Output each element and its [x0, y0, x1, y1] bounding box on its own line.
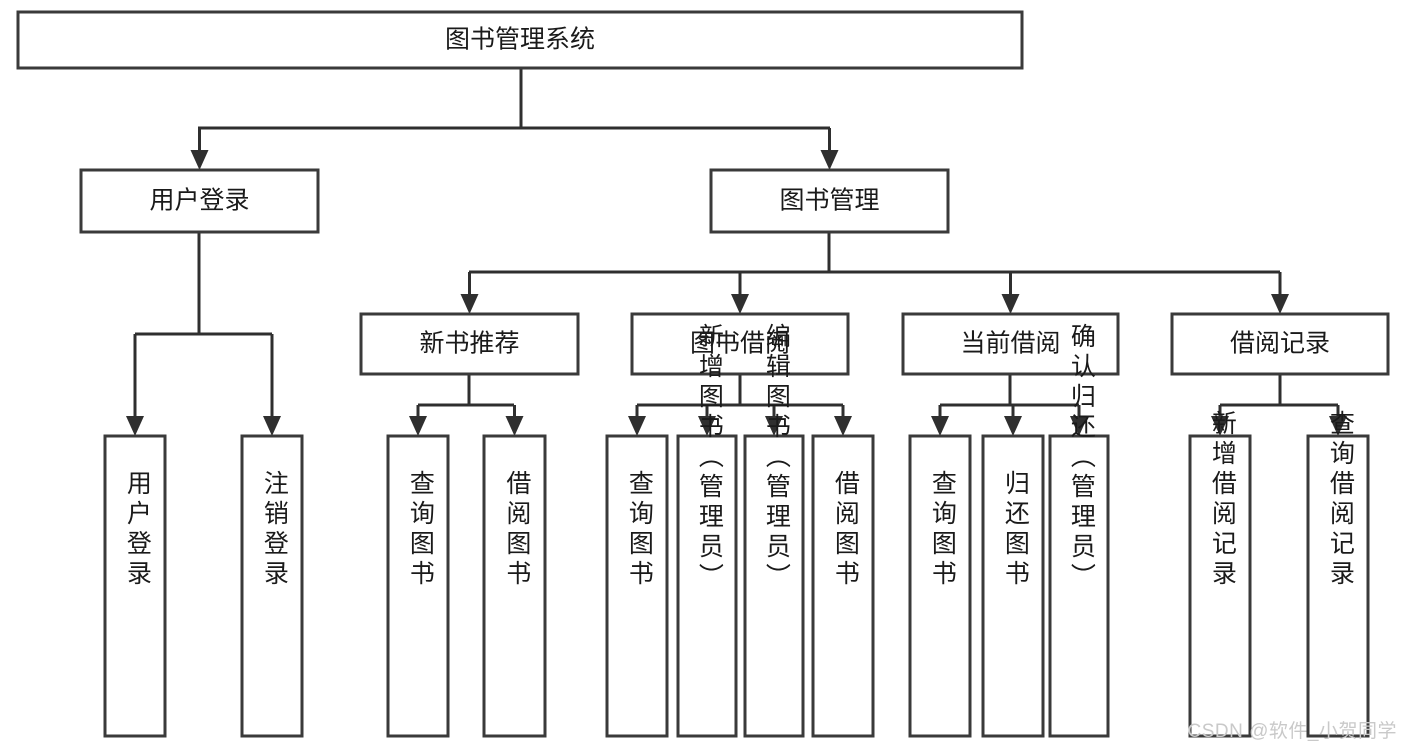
edge-arrow — [460, 272, 479, 314]
node-leaf-edit-book[interactable]: 编辑图书（管理员） — [743, 323, 805, 738]
node-box — [386, 434, 450, 738]
edge-arrow — [834, 405, 852, 436]
node-label: 新增借阅记录 — [1208, 410, 1237, 590]
node-layer: 图书管理系统用户登录图书管理新书推荐图书借阅当前借阅借阅记录用户登录注销登录查询… — [16, 10, 1390, 738]
node-leaf-return-book[interactable]: 归还图书 — [981, 434, 1045, 738]
node-label: 借阅图书 — [503, 470, 532, 590]
edge-arrow — [731, 272, 749, 314]
node-box — [1048, 434, 1110, 738]
node-l2-book-manage[interactable]: 图书管理 — [709, 168, 950, 234]
node-label: 用户登录 — [149, 187, 249, 215]
node-box — [908, 434, 972, 738]
connector-borrow-record-bus — [1220, 374, 1338, 407]
node-l2-user-login[interactable]: 用户登录 — [79, 168, 320, 234]
node-l3-borrow-record[interactable]: 借阅记录 — [1170, 312, 1390, 376]
node-box — [676, 434, 738, 738]
node-label: 用户登录 — [123, 470, 152, 590]
node-box — [709, 168, 950, 234]
node-leaf-query-record[interactable]: 查询借阅记录 — [1306, 410, 1370, 738]
node-label: 查询图书 — [406, 470, 435, 590]
edge-arrow — [1070, 405, 1088, 436]
connector-layer — [126, 68, 1347, 436]
node-label: 借阅记录 — [1230, 330, 1330, 358]
node-box — [1306, 434, 1370, 738]
node-label: 新增图书（管理员） — [695, 323, 724, 593]
node-box — [1170, 312, 1390, 376]
node-l3-current-borrow[interactable]: 当前借阅 — [901, 312, 1120, 376]
edge-arrow — [698, 405, 716, 436]
connector-book-manage-bus — [469, 232, 1280, 274]
node-box — [901, 312, 1120, 376]
edge-arrow — [126, 334, 144, 436]
edge-arrow — [1211, 405, 1229, 436]
node-box — [743, 434, 805, 738]
node-l3-book-borrow[interactable]: 图书借阅 — [630, 312, 850, 376]
edge-arrow — [1004, 405, 1022, 436]
node-leaf-confirm-return[interactable]: 确认归还（管理员） — [1048, 323, 1110, 738]
node-leaf-borrow-book-2[interactable]: 借阅图书 — [811, 434, 875, 738]
edge-arrow — [263, 334, 281, 436]
node-box — [605, 434, 669, 738]
connector-new-book-rec-bus — [418, 374, 514, 407]
node-label: 编辑图书（管理员） — [762, 323, 791, 593]
node-leaf-logout[interactable]: 注销登录 — [240, 434, 304, 738]
edge-arrow — [190, 128, 209, 170]
edge-arrow — [820, 128, 839, 170]
node-label: 归还图书 — [1001, 470, 1030, 590]
node-label: 确认归还（管理员） — [1067, 323, 1096, 593]
node-box — [482, 434, 547, 738]
node-leaf-add-record[interactable]: 新增借阅记录 — [1188, 410, 1252, 738]
node-box — [359, 312, 580, 376]
node-leaf-user-login[interactable]: 用户登录 — [103, 434, 167, 738]
node-leaf-borrow-book-1[interactable]: 借阅图书 — [482, 434, 547, 738]
edge-arrow — [409, 405, 427, 436]
node-label: 当前借阅 — [960, 330, 1060, 358]
node-box — [811, 434, 875, 738]
node-label: 图书借阅 — [690, 330, 790, 358]
node-box — [79, 168, 320, 234]
node-label: 图书管理 — [779, 187, 879, 215]
edge-arrow — [1271, 272, 1289, 314]
connector-book-borrow-bus — [637, 374, 843, 407]
node-box — [103, 434, 167, 738]
node-label: 新书推荐 — [419, 330, 519, 358]
node-leaf-add-book[interactable]: 新增图书（管理员） — [676, 323, 738, 738]
node-label: 查询图书 — [625, 470, 654, 590]
node-leaf-query-book-2[interactable]: 查询图书 — [605, 434, 669, 738]
node-label: 查询借阅记录 — [1326, 410, 1355, 590]
connector-current-borrow-bus — [940, 374, 1079, 407]
edge-arrow — [628, 405, 646, 436]
node-label: 查询图书 — [928, 470, 957, 590]
node-label: 注销登录 — [260, 470, 289, 590]
connector-user-login-bus — [135, 232, 272, 336]
node-root[interactable]: 图书管理系统 — [16, 10, 1024, 70]
edge-arrow — [1001, 272, 1020, 314]
node-label: 图书管理系统 — [445, 26, 595, 54]
node-l3-new-book-rec[interactable]: 新书推荐 — [359, 312, 580, 376]
node-box — [981, 434, 1045, 738]
node-label: 借阅图书 — [831, 470, 860, 590]
connector-root-bus — [198, 68, 830, 130]
node-box — [630, 312, 850, 376]
node-box — [240, 434, 304, 738]
edge-arrow — [1329, 405, 1347, 436]
node-leaf-query-book-3[interactable]: 查询图书 — [908, 434, 972, 738]
node-box — [16, 10, 1024, 70]
watermark-label: CSDN @软件_小贺同学 — [1187, 721, 1397, 742]
edge-arrow — [505, 405, 524, 436]
edge-arrow — [765, 405, 783, 436]
edge-arrow — [931, 405, 949, 436]
node-leaf-query-book-1[interactable]: 查询图书 — [386, 434, 450, 738]
node-box — [1188, 434, 1252, 738]
